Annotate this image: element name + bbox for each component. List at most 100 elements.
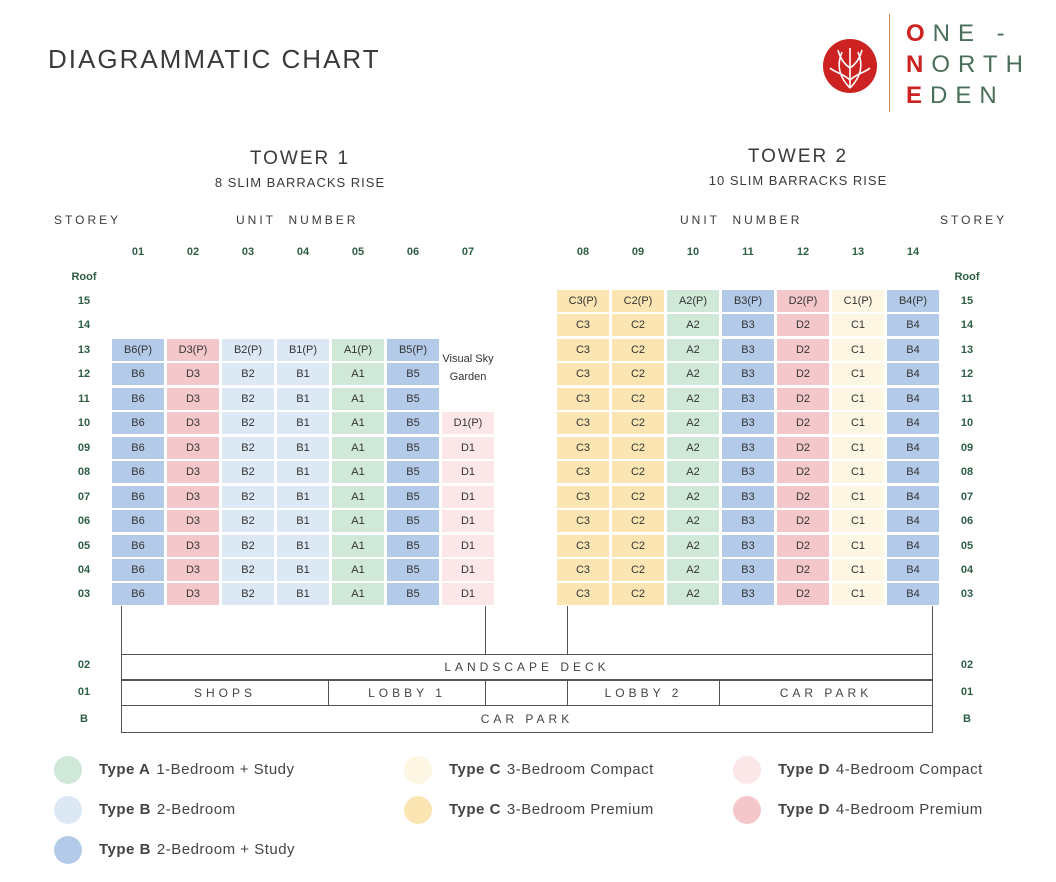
unit-cell-04-03: B1: [277, 583, 329, 605]
unit-cell-01-07: B6: [112, 486, 164, 508]
unit-cell-10-11: A2: [667, 388, 719, 410]
storey-label-left-12: 12: [77, 368, 91, 380]
storey-label-right-03: 03: [960, 588, 974, 600]
tower2-left-support: [567, 606, 568, 654]
legend-type: Type C: [449, 761, 501, 778]
unit-cell-02-13: D3(P): [167, 339, 219, 361]
legend-description: 4-Bedroom Premium: [835, 801, 983, 818]
storey-label-left-10: 10: [77, 417, 91, 429]
storey-label-right-07: 07: [960, 491, 974, 503]
unit-cell-13-11: C1: [832, 388, 884, 410]
storey-label-right-08: 08: [960, 466, 974, 478]
unit-cell-13-09: C1: [832, 437, 884, 459]
unit-cell-05-04: A1: [332, 559, 384, 581]
unit-cell-08-08: C3: [557, 461, 609, 483]
unit-cell-03-06: B2: [222, 510, 274, 532]
unit-cell-02-11: D3: [167, 388, 219, 410]
unit-number-header-t1: UNIT NUMBER: [236, 213, 359, 227]
unit-cell-14-05: B4: [887, 535, 939, 557]
unit-cell-09-15: C2(P): [612, 290, 664, 312]
unit-cell-08-09: C3: [557, 437, 609, 459]
logo-initial-o: O: [906, 20, 933, 47]
unit-cell-06-10: B5: [387, 412, 439, 434]
unit-cell-01-12: B6: [112, 363, 164, 385]
storey-label-right-09: 09: [960, 442, 974, 454]
unit-cell-09-11: C2: [612, 388, 664, 410]
unit-cell-06-06: B5: [387, 510, 439, 532]
unit-cell-03-03: B2: [222, 583, 274, 605]
unit-cell-08-15: C3(P): [557, 290, 609, 312]
unit-cell-06-04: B5: [387, 559, 439, 581]
unit-cell-05-03: A1: [332, 583, 384, 605]
legend-description: 4-Bedroom Compact: [835, 761, 983, 778]
unit-column-11: 11: [742, 246, 754, 258]
unit-cell-02-09: D3: [167, 437, 219, 459]
unit-cell-13-07: C1: [832, 486, 884, 508]
legend-swatch: [54, 836, 82, 864]
unit-cell-11-05: B3: [722, 535, 774, 557]
storey-label-left-13: 13: [77, 344, 91, 356]
unit-cell-07-08: D1: [442, 461, 494, 483]
storey-label-left-01: 01: [77, 686, 91, 698]
unit-column-01: 01: [131, 246, 145, 258]
unit-cell-13-05: C1: [832, 535, 884, 557]
unit-cell-10-03: A2: [667, 583, 719, 605]
unit-cell-09-12: C2: [612, 363, 664, 385]
unit-cell-05-07: A1: [332, 486, 384, 508]
unit-cell-08-03: C3: [557, 583, 609, 605]
unit-cell-11-04: B3: [722, 559, 774, 581]
unit-cell-04-08: B1: [277, 461, 329, 483]
unit-cell-12-15: D2(P): [777, 290, 829, 312]
storey-header-right: STOREY: [940, 213, 1008, 227]
unit-cell-03-04: B2: [222, 559, 274, 581]
unit-cell-13-06: C1: [832, 510, 884, 532]
unit-cell-12-11: D2: [777, 388, 829, 410]
unit-cell-07-06: D1: [442, 510, 494, 532]
unit-cell-12-10: D2: [777, 412, 829, 434]
unit-cell-06-08: B5: [387, 461, 439, 483]
unit-cell-04-06: B1: [277, 510, 329, 532]
unit-cell-10-08: A2: [667, 461, 719, 483]
unit-cell-12-03: D2: [777, 583, 829, 605]
tower1-name: TOWER 1: [249, 148, 351, 169]
unit-column-14: 14: [906, 246, 920, 258]
unit-cell-09-03: C2: [612, 583, 664, 605]
unit-cell-09-06: C2: [612, 510, 664, 532]
tower1-left-support: [121, 606, 122, 654]
unit-column-08: 08: [576, 246, 590, 258]
unit-cell-12-04: D2: [777, 559, 829, 581]
unit-cell-02-04: D3: [167, 559, 219, 581]
storey-label-right-01: 01: [960, 686, 974, 698]
lobby2-area: LOBBY 2: [567, 680, 720, 706]
legend-type: Type D: [778, 801, 830, 818]
unit-column-03: 03: [241, 246, 255, 258]
logo-icon: [823, 39, 877, 93]
storey-label-left-05: 05: [77, 540, 91, 552]
unit-cell-09-09: C2: [612, 437, 664, 459]
storey-label-right-02: 02: [960, 659, 974, 671]
unit-cell-02-12: D3: [167, 363, 219, 385]
unit-cell-07-10: D1(P): [442, 412, 494, 434]
logo-line-2: NORTH: [906, 51, 1031, 79]
unit-column-05: 05: [351, 246, 365, 258]
unit-cell-13-15: C1(P): [832, 290, 884, 312]
logo-line-3: EDEN: [906, 82, 1005, 110]
unit-cell-11-11: B3: [722, 388, 774, 410]
page-title: DIAGRAMMATIC CHART: [48, 44, 381, 74]
unit-cell-11-03: B3: [722, 583, 774, 605]
unit-cell-05-12: A1: [332, 363, 384, 385]
legend-description: 2-Bedroom + Study: [156, 841, 296, 858]
unit-cell-05-09: A1: [332, 437, 384, 459]
unit-cell-06-03: B5: [387, 583, 439, 605]
unit-cell-11-14: B3: [722, 314, 774, 336]
unit-cell-14-03: B4: [887, 583, 939, 605]
legend-swatch: [404, 756, 432, 784]
unit-cell-04-12: B1: [277, 363, 329, 385]
unit-column-09: 09: [631, 246, 645, 258]
unit-cell-12-08: D2: [777, 461, 829, 483]
storey-label-left-04: 04: [77, 564, 91, 576]
unit-cell-03-05: B2: [222, 535, 274, 557]
